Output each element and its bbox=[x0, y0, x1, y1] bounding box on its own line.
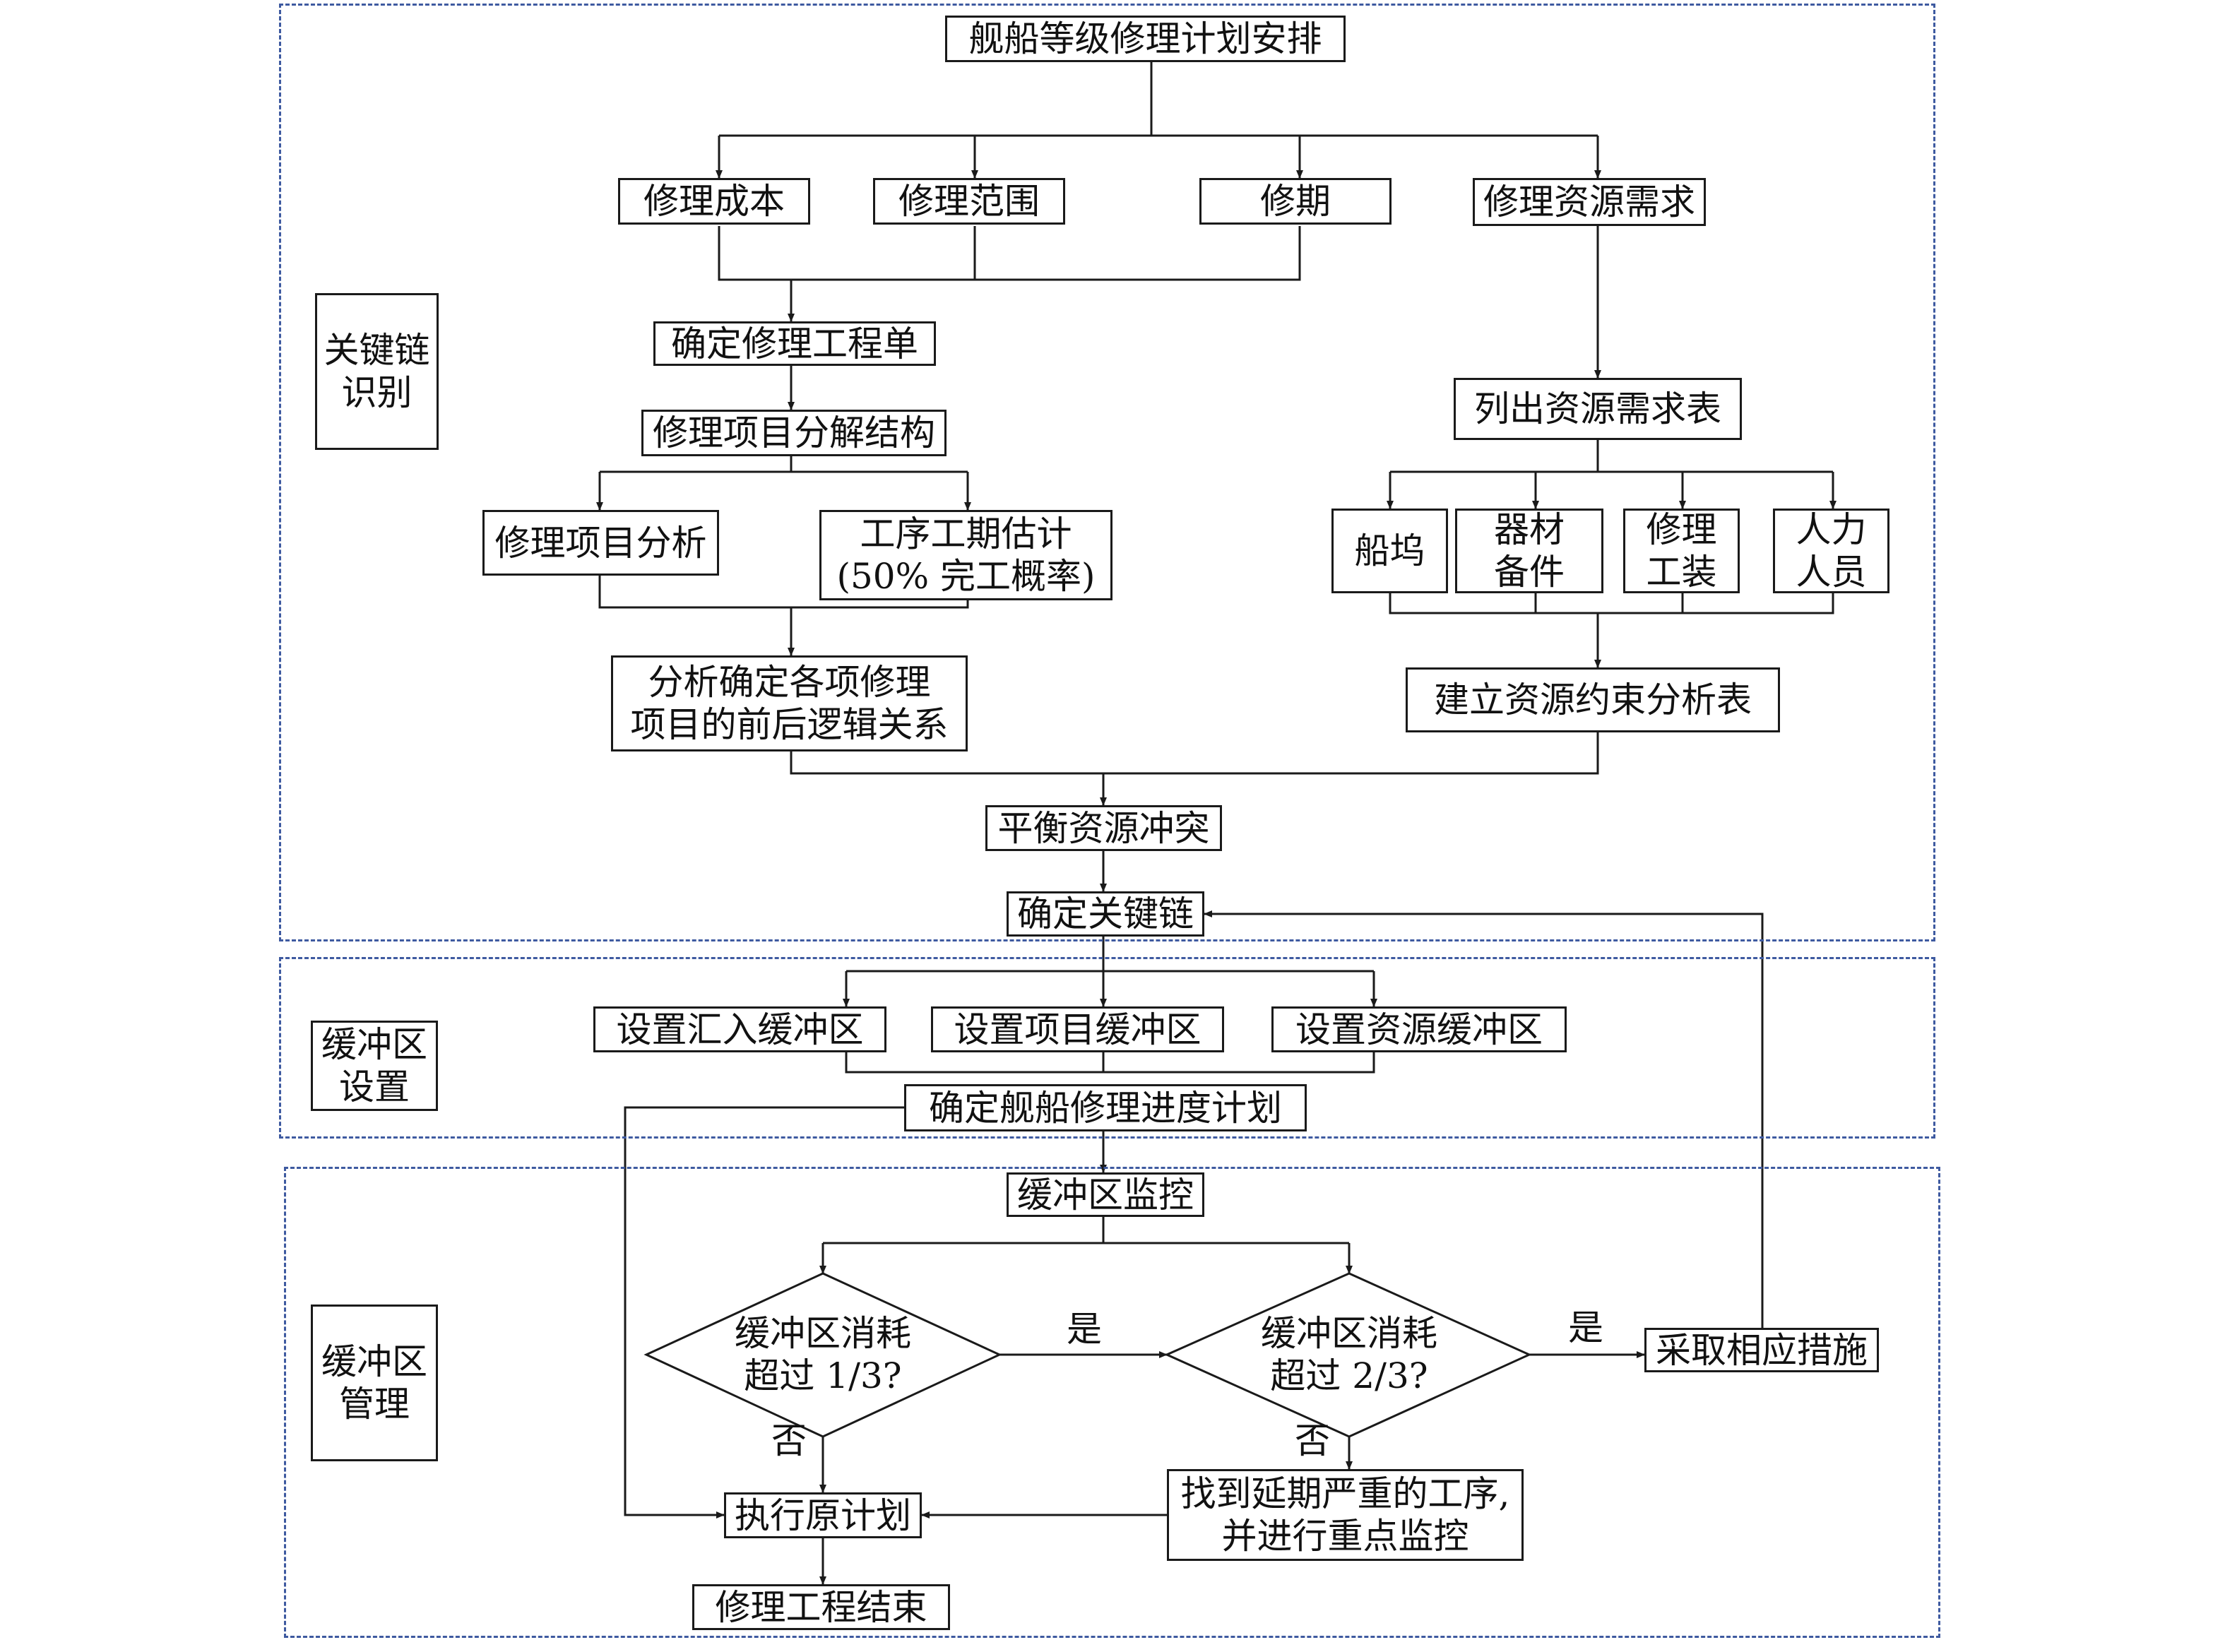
node-repair-period: 修期 bbox=[1199, 178, 1392, 225]
decision2-text: 缓冲区消耗超过 2/3? bbox=[1261, 1313, 1437, 1396]
node-monitor: 缓冲区监控 bbox=[1007, 1172, 1204, 1217]
node-resource-buffer: 设置资源缓冲区 bbox=[1271, 1006, 1567, 1052]
node-project-buffer: 设置项目缓冲区 bbox=[931, 1006, 1224, 1052]
node-take-measures: 采取相应措施 bbox=[1644, 1328, 1879, 1372]
label-key-chain: 关键链识别 bbox=[315, 293, 439, 450]
edge-label-no2: 否 bbox=[1295, 1420, 1330, 1461]
node-resource-table: 列出资源需求表 bbox=[1454, 378, 1742, 440]
node-find-delay: 找到延期严重的工序,并进行重点监控 bbox=[1167, 1469, 1524, 1561]
node-dock: 船坞 bbox=[1331, 509, 1448, 593]
region-buffer-setup bbox=[279, 957, 1935, 1139]
node-schedule: 确定舰船修理进度计划 bbox=[904, 1084, 1307, 1131]
edge-label-yes2: 是 bbox=[1568, 1307, 1603, 1348]
decision1-text: 缓冲区消耗超过 1/3? bbox=[735, 1313, 911, 1396]
node-repair-scope: 修理范围 bbox=[873, 178, 1065, 225]
node-constraint-table: 建立资源约束分析表 bbox=[1406, 667, 1780, 732]
edge-label-no1: 否 bbox=[771, 1420, 807, 1461]
node-tooling: 修理工装 bbox=[1623, 509, 1740, 593]
edge-label-yes1: 是 bbox=[1067, 1309, 1102, 1350]
node-end: 修理工程结束 bbox=[692, 1584, 950, 1630]
node-execute-plan: 执行原计划 bbox=[724, 1492, 922, 1538]
node-logic-relation: 分析确定各项修理项目的前后逻辑关系 bbox=[611, 655, 968, 751]
node-repair-cost: 修理成本 bbox=[618, 178, 810, 225]
node-feeding-buffer: 设置汇入缓冲区 bbox=[593, 1006, 886, 1052]
node-item-analysis: 修理项目分析 bbox=[482, 510, 719, 576]
region-key-chain bbox=[279, 4, 1935, 941]
decision1-diamond bbox=[643, 1272, 1002, 1438]
node-wbs: 修理项目分解结构 bbox=[641, 410, 947, 456]
node-duration-estimate: 工序工期估计(50% 完工概率) bbox=[819, 510, 1112, 600]
node-critical-chain: 确定关键链 bbox=[1007, 891, 1204, 937]
flowchart-title: 舰船等级修理计划安排 bbox=[945, 16, 1346, 62]
node-work-order: 确定修理工程单 bbox=[653, 321, 936, 366]
node-materials: 器材备件 bbox=[1455, 509, 1603, 593]
label-buffer-manage: 缓冲区管理 bbox=[311, 1305, 438, 1461]
region-buffer-manage bbox=[284, 1167, 1940, 1638]
decision2-diamond bbox=[1164, 1272, 1532, 1438]
node-manpower: 人力人员 bbox=[1773, 509, 1889, 593]
node-resource-demand: 修理资源需求 bbox=[1473, 178, 1706, 226]
node-balance-conflict: 平衡资源冲突 bbox=[985, 805, 1222, 851]
label-buffer-setup: 缓冲区设置 bbox=[311, 1021, 438, 1111]
